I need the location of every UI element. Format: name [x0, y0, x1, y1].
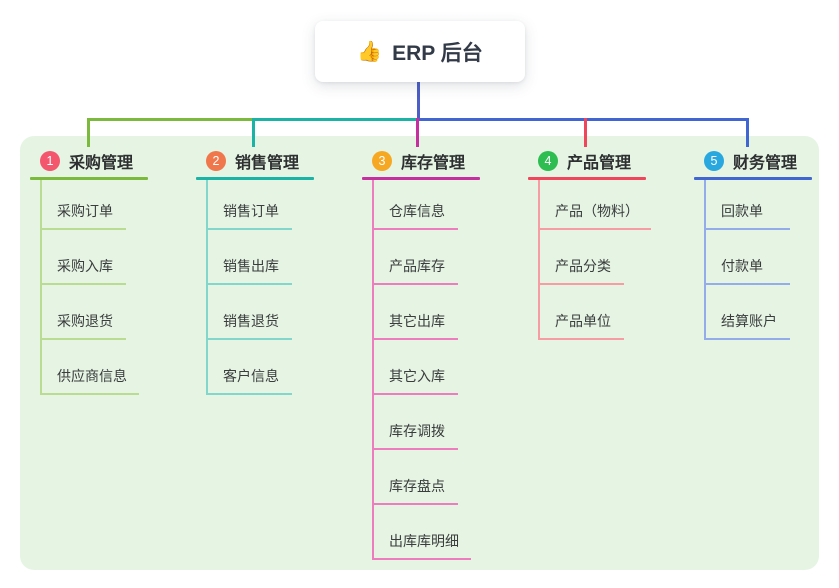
connector-drop-branch-product: [584, 118, 587, 147]
branch-label: 财务管理: [733, 155, 798, 172]
connector-drop-branch-inventory: [416, 118, 419, 147]
child-node[interactable]: 回款单: [704, 180, 790, 230]
child-node[interactable]: 仓库信息: [372, 180, 458, 230]
branch-header[interactable]: 5 财务管理: [694, 149, 839, 173]
branch-children: 采购订单 采购入库 采购退货 供应商信息: [40, 180, 139, 395]
child-node[interactable]: 供应商信息: [40, 340, 139, 395]
branch-number-badge: 3: [372, 151, 392, 171]
child-node[interactable]: 客户信息: [206, 340, 292, 395]
connector-drop-branch-finance: [746, 118, 749, 147]
child-node[interactable]: 采购退货: [40, 285, 126, 340]
child-node[interactable]: 采购入库: [40, 230, 126, 285]
child-node[interactable]: 产品（物料）: [538, 180, 651, 230]
branch-children: 仓库信息 产品库存 其它出库 其它入库 库存调拨 库存盘点 出库库明细: [372, 180, 471, 560]
root-node[interactable]: 👍 ERP 后台: [315, 21, 525, 82]
branch-number-badge: 5: [704, 151, 724, 171]
root-stem-line: [417, 82, 420, 119]
branch-finance: 5 财务管理 回款单 付款单 结算账户: [694, 149, 839, 340]
connector-drop-branch-purchase: [87, 118, 90, 147]
branch-purchase: 1 采购管理 采购订单 采购入库 采购退货 供应商信息: [30, 149, 190, 395]
child-node[interactable]: 采购订单: [40, 180, 126, 230]
branch-sales: 2 销售管理 销售订单 销售出库 销售退货 客户信息: [196, 149, 356, 395]
child-node[interactable]: 销售订单: [206, 180, 292, 230]
child-node[interactable]: 其它入库: [372, 340, 458, 395]
child-node[interactable]: 产品单位: [538, 285, 624, 340]
child-node[interactable]: 付款单: [704, 230, 790, 285]
child-node[interactable]: 出库库明细: [372, 505, 471, 560]
branch-inventory: 3 库存管理 仓库信息 产品库存 其它出库 其它入库 库存调拨 库存盘点 出库库…: [362, 149, 522, 560]
thumbs-up-icon: 👍: [357, 41, 383, 63]
branch-label: 库存管理: [401, 155, 466, 172]
branch-header[interactable]: 2 销售管理: [196, 149, 356, 173]
child-node[interactable]: 库存调拨: [372, 395, 458, 450]
branch-header[interactable]: 4 产品管理: [528, 149, 688, 173]
child-node[interactable]: 销售退货: [206, 285, 292, 340]
branch-children: 销售订单 销售出库 销售退货 客户信息: [206, 180, 292, 395]
connector-h-branch-finance: [417, 118, 749, 121]
child-node[interactable]: 产品库存: [372, 230, 458, 285]
branch-number-badge: 4: [538, 151, 558, 171]
branch-label: 采购管理: [69, 155, 134, 172]
connector-h-branch-purchase: [87, 118, 255, 121]
branch-label: 产品管理: [567, 155, 632, 172]
child-node[interactable]: 库存盘点: [372, 450, 458, 505]
child-node[interactable]: 产品分类: [538, 230, 624, 285]
branch-number-badge: 2: [206, 151, 226, 171]
branch-underline: [362, 177, 480, 180]
branch-label: 销售管理: [235, 155, 300, 172]
branch-underline: [694, 177, 812, 180]
child-node[interactable]: 其它出库: [372, 285, 458, 340]
branch-number-badge: 1: [40, 151, 60, 171]
child-node[interactable]: 结算账户: [704, 285, 790, 340]
branch-product: 4 产品管理 产品（物料） 产品分类 产品单位: [528, 149, 688, 340]
branch-header[interactable]: 3 库存管理: [362, 149, 522, 173]
branch-underline: [528, 177, 646, 180]
branch-underline: [196, 177, 314, 180]
branch-underline: [30, 177, 148, 180]
mindmap-panel: [20, 136, 819, 570]
connector-drop-branch-sales: [252, 118, 255, 147]
root-title: ERP 后台: [392, 41, 483, 65]
branch-header[interactable]: 1 采购管理: [30, 149, 190, 173]
branch-children: 回款单 付款单 结算账户: [704, 180, 790, 340]
child-node[interactable]: 销售出库: [206, 230, 292, 285]
branch-children: 产品（物料） 产品分类 产品单位: [538, 180, 651, 340]
connector-h-branch-sales: [252, 118, 420, 121]
